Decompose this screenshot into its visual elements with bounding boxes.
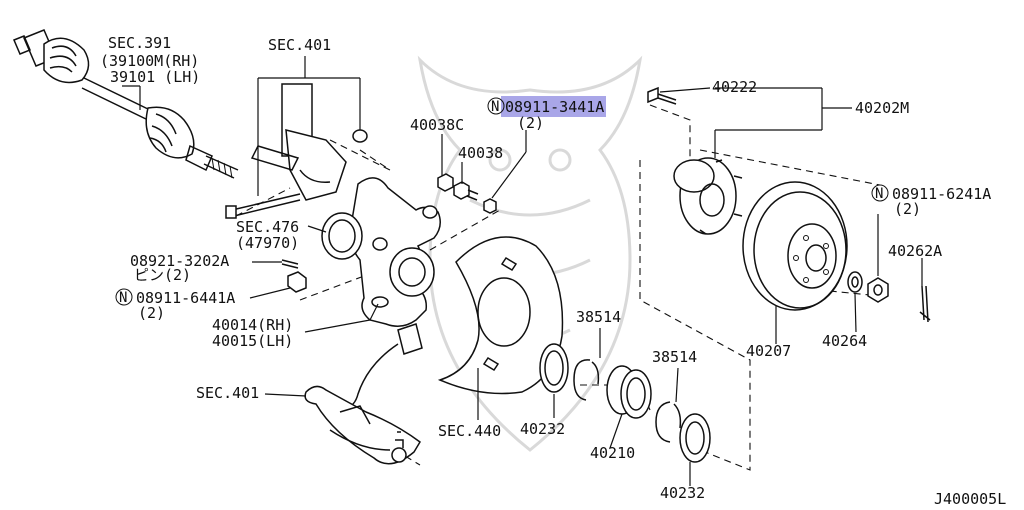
label-40232-a[interactable]: 40232 bbox=[520, 420, 565, 438]
label-sec401-top[interactable]: SEC.401 bbox=[268, 36, 331, 54]
lower-control-arm[interactable] bbox=[304, 385, 421, 465]
steering-knuckle[interactable] bbox=[348, 177, 441, 327]
diagram-code: J400005L bbox=[934, 490, 1006, 508]
wheel-bearing-40210[interactable] bbox=[606, 365, 652, 419]
label-sec476[interactable]: SEC.476 bbox=[236, 218, 299, 236]
label-08911-3441a[interactable]: 08911-3441A bbox=[505, 98, 604, 116]
seal-40232-right[interactable] bbox=[679, 413, 711, 463]
label-pin-2: ピン(2) bbox=[134, 266, 191, 284]
label-40210[interactable]: 40210 bbox=[590, 444, 635, 462]
label-39100m[interactable]: (39100M(RH) bbox=[100, 52, 199, 70]
washer-40264[interactable] bbox=[847, 271, 863, 293]
label-40014[interactable]: 40014(RH) bbox=[212, 316, 293, 334]
label-38514-b[interactable]: 38514 bbox=[652, 348, 697, 366]
brake-rotor-40207[interactable] bbox=[742, 181, 848, 311]
label-40207[interactable]: 40207 bbox=[746, 342, 791, 360]
bolt-40038[interactable] bbox=[453, 181, 479, 201]
cotter-pin-40262a[interactable] bbox=[919, 285, 931, 323]
n-symbol-6241a bbox=[871, 184, 889, 202]
label-40038[interactable]: 40038 bbox=[458, 144, 503, 162]
label-40222[interactable]: 40222 bbox=[712, 78, 757, 96]
label-40202m[interactable]: 40202M bbox=[855, 99, 909, 117]
n-symbol-6241a-text: N bbox=[875, 186, 883, 202]
strut-assembly[interactable] bbox=[225, 83, 368, 219]
label-38514-a[interactable]: 38514 bbox=[576, 308, 621, 326]
leader bbox=[257, 56, 361, 196]
drive-shaft[interactable] bbox=[13, 29, 239, 179]
cotter-pin[interactable] bbox=[281, 259, 299, 269]
label-40264[interactable]: 40264 bbox=[822, 332, 867, 350]
wheel-hub-40202m[interactable] bbox=[673, 157, 743, 235]
dust-seal-ring[interactable] bbox=[321, 212, 363, 260]
n-symbol-3441a bbox=[487, 97, 505, 115]
splash-shield[interactable] bbox=[437, 236, 564, 395]
label-qty-6241a: (2) bbox=[894, 200, 921, 218]
n-symbol-3441a-text: N bbox=[491, 99, 499, 115]
label-08911-6441a[interactable]: 08911-6441A bbox=[136, 289, 235, 307]
label-sec440[interactable]: SEC.440 bbox=[438, 422, 501, 440]
label-qty-3441a: (2) bbox=[517, 114, 544, 132]
seal-40232-left[interactable] bbox=[539, 343, 569, 393]
nut-08911-3441a[interactable] bbox=[483, 198, 497, 214]
leader-lines bbox=[249, 87, 923, 486]
label-08921-3202a[interactable]: 08921-3202A bbox=[130, 252, 229, 270]
label-qty-6441a: (2) bbox=[138, 304, 165, 322]
label-08911-6241a[interactable]: 08911-6241A bbox=[892, 185, 991, 203]
wheel-bolt-40222[interactable] bbox=[647, 86, 677, 105]
label-47970[interactable]: (47970) bbox=[236, 234, 299, 252]
knuckle-nut[interactable] bbox=[287, 271, 307, 293]
label-40262a[interactable]: 40262A bbox=[888, 242, 942, 260]
n-symbol-6441a bbox=[115, 288, 133, 306]
label-40232-b[interactable]: 40232 bbox=[660, 484, 705, 502]
snap-ring-38514-right[interactable] bbox=[655, 401, 682, 443]
label-40038c[interactable]: 40038C bbox=[410, 116, 464, 134]
bolt-40038c[interactable] bbox=[437, 173, 454, 192]
highlight-08911-3441a bbox=[501, 96, 606, 117]
n-symbol-6441a-text: N bbox=[119, 290, 127, 306]
label-39101[interactable]: 39101 (LH) bbox=[110, 68, 200, 86]
label-40015[interactable]: 40015(LH) bbox=[212, 332, 293, 350]
label-sec401-bottom[interactable]: SEC.401 bbox=[196, 384, 259, 402]
snap-ring-38514-left[interactable] bbox=[573, 359, 600, 401]
labels: SEC.391 (39100M(RH) 39101 (LH) SEC.401 4… bbox=[100, 34, 1006, 508]
label-sec391[interactable]: SEC.391 bbox=[108, 34, 171, 52]
nut-08911-6241a[interactable] bbox=[867, 277, 889, 303]
